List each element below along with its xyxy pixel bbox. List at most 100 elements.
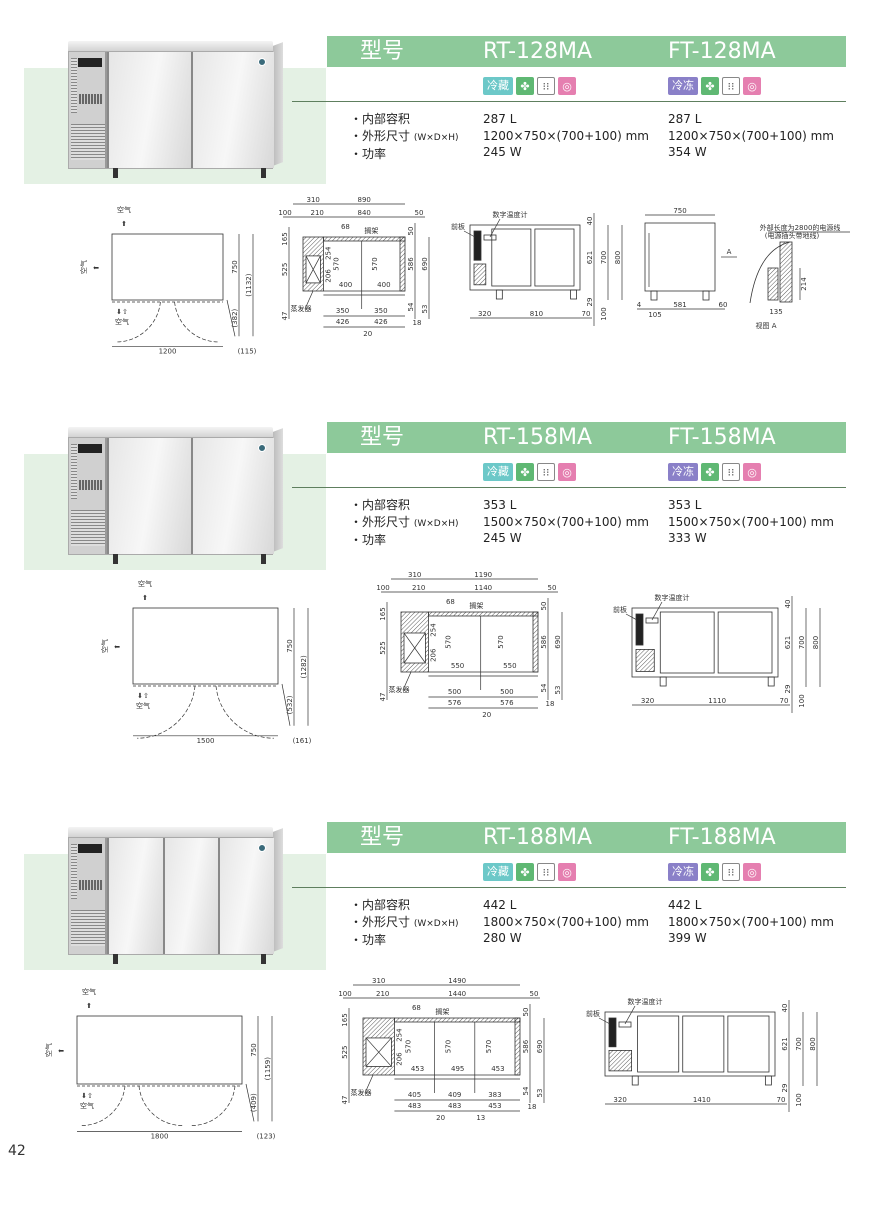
dimensions-value: 1200×750×(700+100) mm — [668, 128, 834, 143]
top-dimension: 40 — [586, 217, 594, 226]
drawing-line — [245, 1083, 255, 1122]
dimensions-label: ・外形尺寸 — [350, 514, 411, 529]
left-width-dimension: 310 — [372, 977, 385, 985]
total-width-dimension: 1190 — [474, 571, 492, 579]
outer-height-dimension: 690 — [554, 635, 562, 648]
defrost-icon: ◎ — [558, 863, 576, 881]
cabinet-height-dimension: 700 — [600, 251, 608, 264]
model-label: 型号 — [360, 425, 405, 450]
divider — [292, 487, 846, 488]
door-swing-arc — [115, 301, 161, 343]
front-panel-display — [608, 1017, 617, 1048]
leg-dimension: 105 — [648, 311, 661, 319]
leg — [764, 1075, 772, 1086]
total-depth-dimension: (1159) — [264, 1057, 272, 1081]
feature-badges: 冷藏✤⁝⁝◎ — [483, 863, 579, 881]
dimension-label: 4 — [637, 301, 642, 309]
width-dimension: 1800 — [151, 1132, 169, 1140]
capacity-label: ・内部容积 — [350, 112, 411, 126]
power-cable-label: 外部长度为2800的电源线 — [760, 223, 841, 232]
product-section: 型号 RT-128MA FT-128MA 冷藏✤⁝⁝◎ 冷冻✤⁝⁝◎ ・内部容积… — [0, 36, 873, 426]
outlet-icon: ⁝⁝ — [537, 77, 555, 95]
base-dimension: 53 — [554, 686, 562, 695]
dimensions-unit: (W×D×H) — [413, 918, 459, 929]
dimensions-value: 1800×750×(700+100) mm — [668, 914, 834, 929]
height-dimension: 254 — [324, 246, 332, 260]
leg-height-dimension: 100 — [798, 694, 806, 707]
brand-logo — [258, 444, 266, 452]
capacity-value: 442 L — [483, 898, 517, 912]
outlet-icon: ⁝⁝ — [722, 463, 740, 481]
fridge-door — [218, 838, 274, 954]
drawing-line — [304, 290, 314, 310]
air-arrow-icon: ⬆ — [121, 220, 127, 228]
leg-height-dimension: 100 — [795, 1093, 803, 1106]
leg — [261, 554, 266, 564]
leg — [113, 168, 118, 178]
total-depth-dimension: (1282) — [300, 655, 308, 679]
leg — [631, 1075, 639, 1086]
door-swing-arc — [138, 1085, 184, 1126]
thermometer-label: 数字温度计 — [655, 593, 690, 602]
model-name: FT-188MA — [668, 825, 776, 850]
base-dimension: 53 — [421, 305, 429, 314]
model-name: RT-188MA — [483, 825, 593, 850]
power-value: 280 W — [483, 931, 522, 945]
thermometer-label: 数字温度计 — [493, 210, 528, 219]
spec-values: 287 L 1200×750×(700+100) mm 354 W — [668, 111, 834, 161]
shelf-width-dimension: 550 — [503, 662, 516, 670]
product-photo — [44, 822, 283, 967]
page-number: 42 — [8, 1143, 26, 1159]
door-width-dimension: 405 — [408, 1091, 421, 1099]
top-dimension: 50 — [522, 1008, 530, 1017]
dimensions-value: 1800×750×(700+100) mm — [483, 914, 649, 929]
drawing-line — [463, 230, 476, 238]
feature-badges: 冷冻✤⁝⁝◎ — [668, 863, 764, 881]
right-width-dimension: 70 — [780, 697, 789, 705]
feature-badges: 冷冻✤⁝⁝◎ — [668, 463, 764, 481]
vent — [71, 444, 77, 499]
feature-badges: 冷藏✤⁝⁝◎ — [483, 77, 579, 95]
leg-spacing-dimension: 1110 — [708, 697, 726, 705]
outer-height-dimension: 690 — [536, 1040, 544, 1053]
dimensions-value: 1500×750×(700+100) mm — [483, 514, 649, 529]
plug-label: (电源插头带地线) — [765, 231, 820, 240]
inner-width-dimension: 1140 — [474, 584, 492, 592]
fan-icon: ✤ — [516, 77, 534, 95]
inner-width-dimension: 840 — [358, 209, 371, 217]
door-pitch-dimension: 426 — [336, 318, 350, 326]
mid-height-dimension: 525 — [379, 641, 387, 654]
shelf-height-dimension: 570 — [485, 1040, 493, 1053]
defrost-icon: ◎ — [743, 863, 761, 881]
dimensions-unit: (W×D×H) — [413, 518, 459, 529]
model-name: RT-128MA — [483, 39, 593, 64]
model-name: RT-158MA — [483, 425, 593, 450]
model-header: 型号 RT-128MA FT-128MA — [327, 36, 846, 67]
defrost-icon: ◎ — [558, 77, 576, 95]
drawing-line — [598, 1017, 611, 1025]
cabinet-height-dimension: 700 — [795, 1037, 803, 1050]
cabinet-height-dimension: 700 — [798, 636, 806, 649]
door-width-dimension: 500 — [500, 688, 513, 696]
cabinet-body — [68, 51, 274, 178]
drawing-line — [489, 218, 501, 238]
temperature-display — [78, 58, 102, 67]
mid-height-dimension: 525 — [281, 263, 289, 276]
door-width-dimension: 500 — [448, 688, 461, 696]
fridge-door — [190, 438, 274, 554]
door-width-dimension: 409 — [448, 1091, 461, 1099]
evaporator-label: 蒸发器 — [351, 1088, 372, 1097]
insulation-wall — [427, 611, 539, 617]
depth-dimension: 750 — [286, 639, 294, 652]
brand-logo — [258, 58, 266, 66]
shelf-width-dimension: 400 — [377, 281, 390, 289]
leg — [495, 289, 503, 300]
total-width-dimension: 890 — [358, 196, 371, 204]
height-dimension: 254 — [429, 623, 437, 637]
air-arrow-icon: ⬅ — [114, 643, 120, 651]
left-width-dimension: 320 — [613, 1096, 626, 1104]
door-swing-arc — [80, 1085, 126, 1126]
door-outline — [659, 611, 715, 674]
dimensions-unit: (W×D×H) — [413, 132, 459, 143]
power-value: 354 W — [668, 145, 707, 159]
